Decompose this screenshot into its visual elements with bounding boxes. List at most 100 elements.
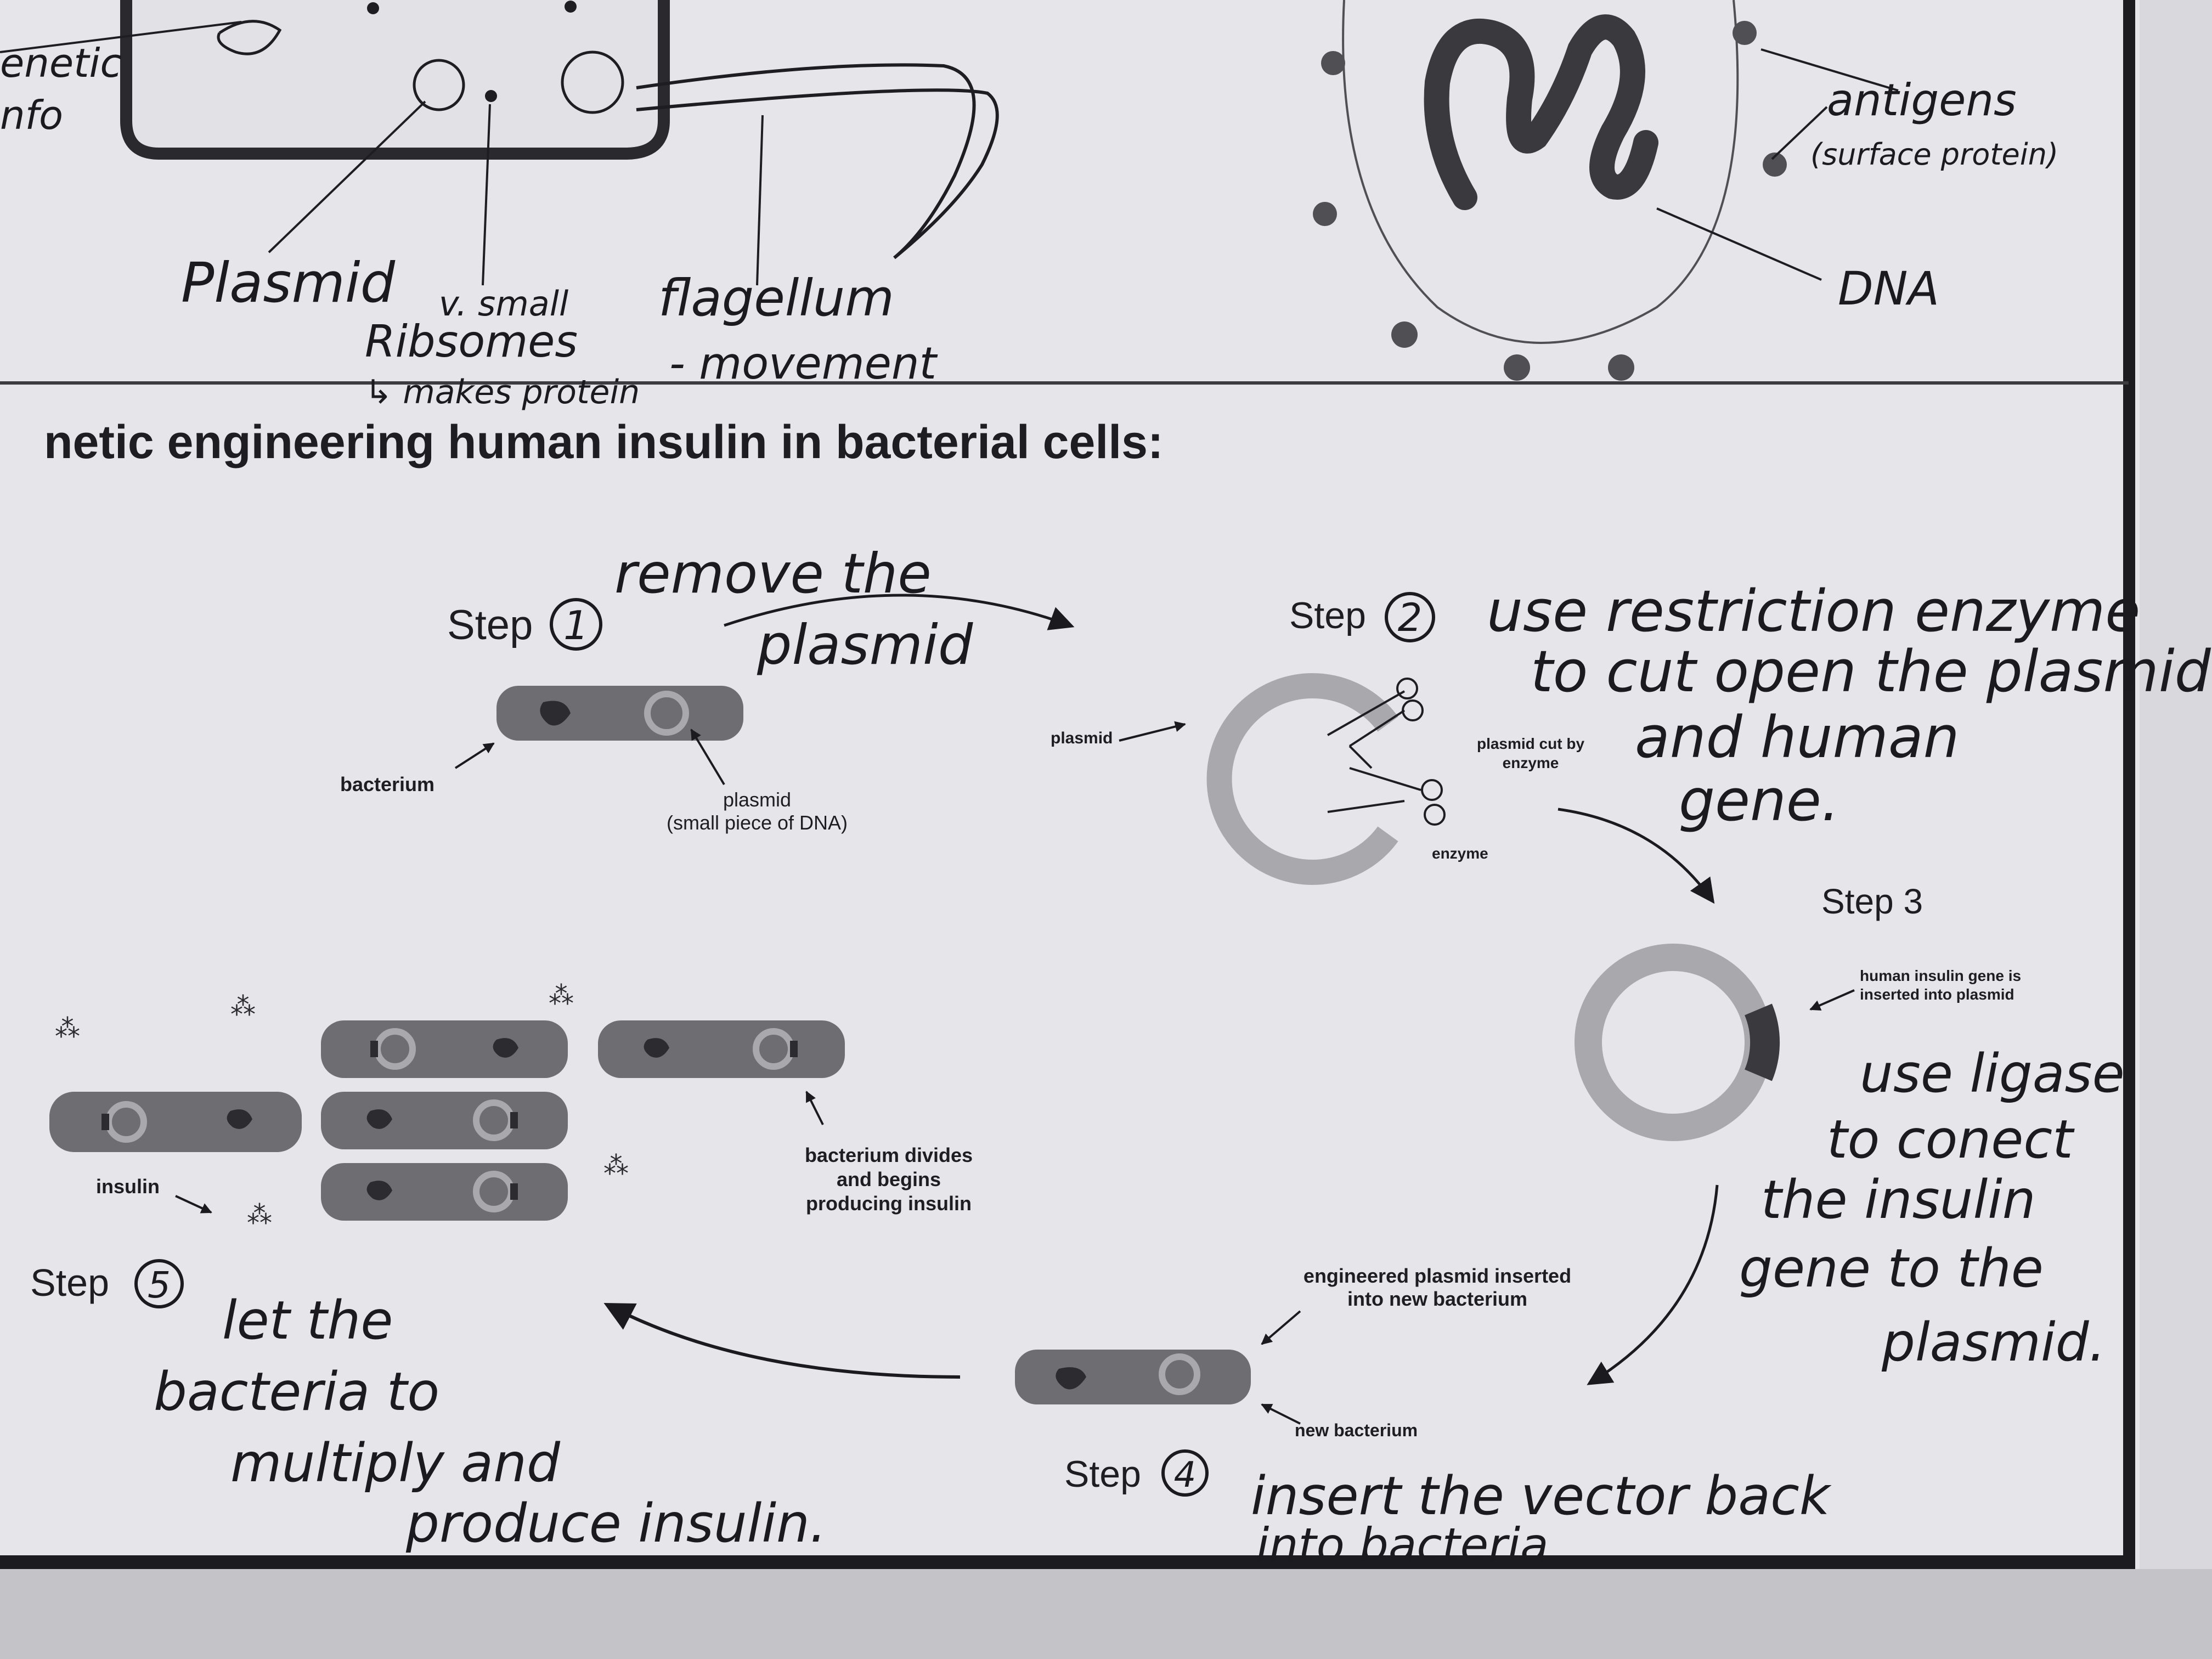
step5-number: 5 xyxy=(148,1264,171,1306)
step4-note-2: into bacteria xyxy=(1256,1518,1549,1572)
bottom-border-line xyxy=(0,1555,2135,1569)
chromosome-icon xyxy=(227,1109,252,1129)
step1-label: Step xyxy=(447,602,533,648)
step3-note-4: gene to the xyxy=(1739,1238,2044,1299)
chromosome-icon xyxy=(366,1181,392,1200)
insulin-gene-segment xyxy=(101,1114,109,1130)
chromosome-icon xyxy=(493,1038,518,1058)
step5-label: Step xyxy=(30,1261,109,1304)
gene-label-1: human insulin gene is xyxy=(1860,967,2021,984)
insulin-gene-segment xyxy=(370,1041,378,1057)
cut-label-1: plasmid cut by xyxy=(1477,735,1584,752)
bacterium-cell xyxy=(321,1163,568,1221)
step1-number: 1 xyxy=(563,602,589,648)
insulin-molecule-icon: ⁂ xyxy=(247,1200,272,1229)
divides-pointer xyxy=(805,1091,824,1125)
insulin-molecule-icon: ⁂ xyxy=(230,992,256,1020)
step4-label: Step xyxy=(1064,1453,1141,1495)
step4-number: 4 xyxy=(1174,1455,1197,1496)
top-left-label-2: nfo xyxy=(0,92,63,138)
step1-number-circle xyxy=(550,598,602,651)
step3-note-3: the insulin xyxy=(1761,1169,2036,1231)
step2-number: 2 xyxy=(1398,595,1423,640)
step2-label: Step xyxy=(1289,595,1366,636)
insulin-gene-segment xyxy=(1744,1003,1780,1081)
step1-note-2: plasmid xyxy=(757,613,973,677)
step2-note-4: gene. xyxy=(1679,767,1839,834)
step2-note-2: to cut open the plasmid xyxy=(1531,638,2211,705)
flagellum-label-1: flagellum xyxy=(658,269,894,328)
step3-note-5: plasmid. xyxy=(1881,1312,2106,1373)
step5-number-circle xyxy=(134,1259,184,1308)
plasmid-ring xyxy=(1159,1353,1200,1395)
bacterium-cell xyxy=(598,1020,845,1078)
engineered-label-2: into new bacterium xyxy=(1347,1288,1527,1310)
plasmid-circle xyxy=(561,50,624,114)
bacterium-pointer xyxy=(454,742,495,769)
step1-bacterium xyxy=(496,686,743,741)
step4-to-step5-arrow xyxy=(603,1303,961,1379)
bacterium-cell xyxy=(321,1092,568,1149)
right-border-line xyxy=(2123,0,2135,1569)
bacterium-cell xyxy=(49,1092,302,1152)
leader-line xyxy=(0,21,242,53)
cut-plasmid-ring xyxy=(1206,673,1398,885)
divides-label-3: producing insulin xyxy=(806,1192,972,1215)
plasmid-pointer xyxy=(1119,721,1186,742)
ribosome-dot xyxy=(485,90,497,102)
step1-to-step2-arrow xyxy=(724,594,1075,630)
engineered-pointer xyxy=(1261,1310,1301,1345)
dividing-bacteria xyxy=(49,1020,845,1221)
section-divider xyxy=(0,381,2129,385)
step2-number-circle xyxy=(1385,592,1435,642)
step5-note-1: let the xyxy=(222,1290,393,1351)
plasmid-leader-line xyxy=(268,100,426,253)
gene-pointer xyxy=(1809,989,1855,1011)
new-bacterium-pointer xyxy=(1261,1403,1301,1425)
antigen-leader-line xyxy=(1771,106,1828,160)
chromosome-icon xyxy=(540,701,571,726)
cut-label-2: enzyme xyxy=(1503,754,1559,771)
step5-note-4: produce insulin. xyxy=(405,1493,826,1554)
section-heading: netic engineering human insulin in bacte… xyxy=(44,416,1164,469)
ribosome-leader-line xyxy=(482,104,491,286)
background-below xyxy=(0,1569,2212,1659)
plasmid-ring xyxy=(644,691,689,736)
insulin-molecules: ⁂ ⁂ ⁂ ⁂ ⁂ xyxy=(55,981,629,1229)
engineered-label-1: engineered plasmid inserted xyxy=(1304,1265,1571,1287)
chromosome-icon xyxy=(1056,1367,1086,1390)
step2-to-step3-arrow xyxy=(1558,808,1715,904)
flagellum-label-2: - movement xyxy=(669,338,938,389)
insulin-label: insulin xyxy=(96,1175,160,1198)
insulin-molecule-icon: ⁂ xyxy=(55,1014,80,1042)
cut-line xyxy=(1348,745,1373,769)
step2-note-1: use restriction enzyme xyxy=(1487,578,2140,645)
plasmid-label: plasmid xyxy=(723,788,791,811)
virus-sketch xyxy=(1313,0,1899,381)
scissors-icon xyxy=(1327,678,1424,747)
dna-label: DNA xyxy=(1838,262,1939,315)
insulin-gene-segment xyxy=(790,1041,798,1057)
chromosome-icon xyxy=(644,1038,669,1058)
new-bacterium-label: new bacterium xyxy=(1295,1420,1418,1440)
step3-note-1: use ligase xyxy=(1860,1043,2125,1104)
bacterium-cell xyxy=(321,1020,568,1078)
ribosomes-label-3: ↳ makes protein xyxy=(365,373,640,411)
insulin-gene-segment xyxy=(510,1112,518,1128)
bacterium-label: bacterium xyxy=(340,773,435,795)
top-left-label-1: enetic xyxy=(0,40,122,86)
step3-note-2: to conect xyxy=(1827,1109,2075,1170)
insulin-gene-segment xyxy=(510,1183,518,1200)
paper-sheet xyxy=(0,0,2140,1569)
step3-to-step4-arrow xyxy=(1587,1184,1719,1385)
enzyme-label: enzyme xyxy=(1432,845,1488,862)
flagellum-leader-line xyxy=(756,115,764,286)
step2-note-3: and human xyxy=(1635,704,1960,771)
chromosome-icon xyxy=(366,1109,392,1129)
bacterium-sketch xyxy=(0,0,999,286)
ribosomes-label-2: Ribsomes xyxy=(365,316,578,367)
step5-note-2: bacteria to xyxy=(154,1361,439,1423)
antigen-leader-line xyxy=(1760,48,1899,92)
